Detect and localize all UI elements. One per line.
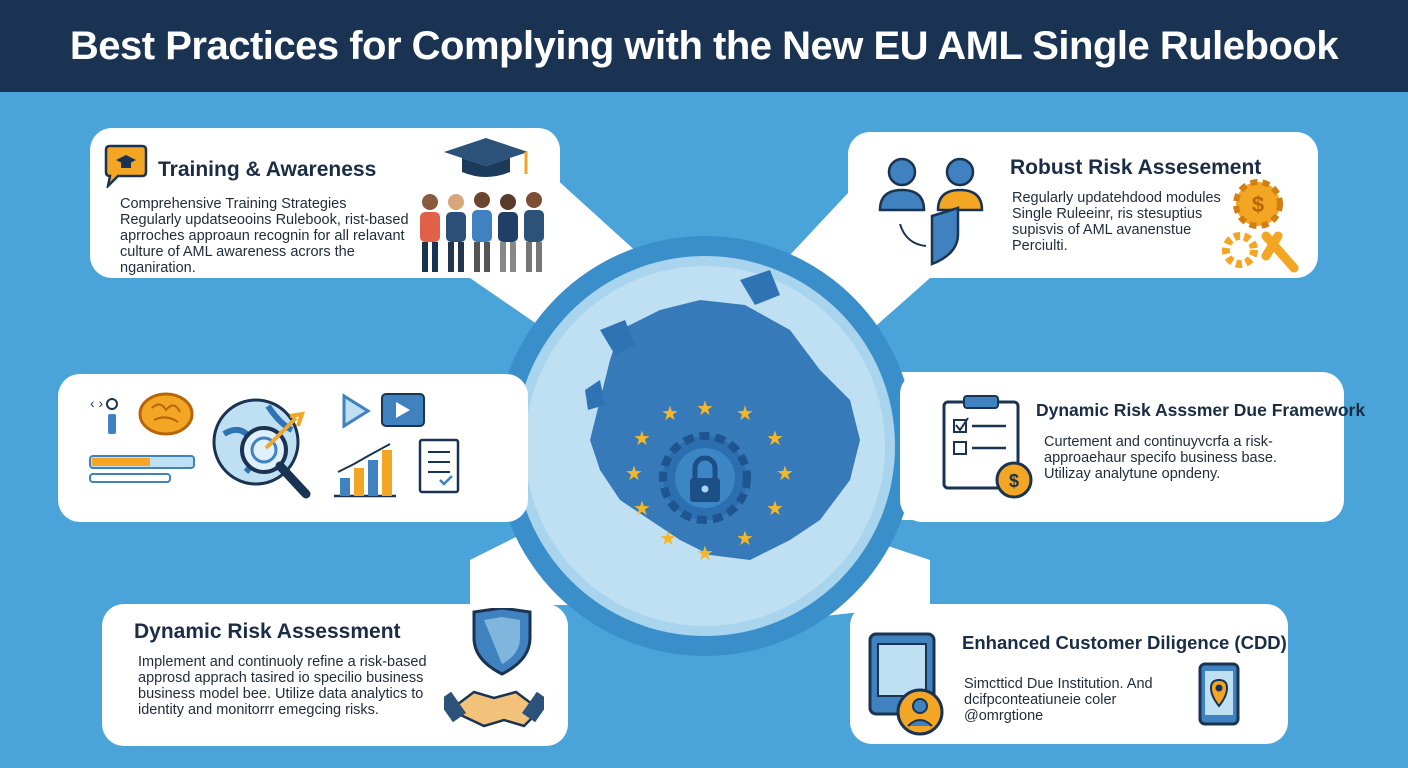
svg-text:★: ★ xyxy=(696,398,714,420)
card-left-icons: ‹ › xyxy=(58,374,528,522)
header-bar: Best Practices for Complying with the Ne… xyxy=(0,0,1408,92)
card-cdd-body: Simctticd Due Institution. And dcifpcont… xyxy=(964,676,1153,724)
brain-icon: ‹ › xyxy=(89,392,195,483)
bar-chart-icon xyxy=(334,443,396,498)
card-cdd: Enhanced Customer Diligence (CDD) Simctt… xyxy=(850,604,1288,744)
svg-text:★: ★ xyxy=(633,498,651,520)
card-dynamic-assessment-body: Implement and continuoly refine a risk-b… xyxy=(138,654,427,718)
graduation-cap-icon xyxy=(444,138,528,177)
svg-text:$: $ xyxy=(1252,192,1264,217)
padlock-gear-icon xyxy=(659,432,751,524)
svg-text:★: ★ xyxy=(659,528,677,550)
gears-icon: $ xyxy=(1222,179,1299,273)
europe-islands xyxy=(585,270,780,410)
card-risk-top-body: Regularly updatehdood modules Single Rul… xyxy=(1012,190,1221,254)
svg-text:★: ★ xyxy=(766,428,784,450)
card-dynamic-framework-body: Curtement and continuyvcrfa a risk-appro… xyxy=(1044,434,1277,482)
coin-icon xyxy=(995,461,1033,499)
shield-icon xyxy=(930,206,960,266)
europe-landmass xyxy=(590,300,860,560)
magnifier-globe-icon xyxy=(212,398,311,499)
svg-text:★: ★ xyxy=(633,428,651,450)
phone-icon xyxy=(1198,662,1240,726)
card-dynamic-framework: $ Dynamic Risk Asssmer Due Framework Cur… xyxy=(900,372,1365,522)
chat-bubble-icon xyxy=(104,144,148,188)
svg-text:★: ★ xyxy=(776,463,794,485)
users-icon xyxy=(878,157,984,266)
svg-text:★: ★ xyxy=(736,403,754,425)
card-training: Training & Awareness Comprehensive Train… xyxy=(90,128,560,278)
video-icon xyxy=(342,393,425,429)
page-title: Best Practices for Complying with the Ne… xyxy=(69,23,1339,68)
eu-stars: ★ ★ ★ ★ ★ ★ ★ ★ ★ ★ ★ ★ xyxy=(625,398,794,565)
svg-text:★: ★ xyxy=(625,463,643,485)
people-group-icon xyxy=(420,192,544,272)
card-risk-top-title: Robust Risk Assesement xyxy=(1010,156,1262,179)
svg-text:★: ★ xyxy=(736,528,754,550)
svg-text:$: $ xyxy=(1009,471,1019,491)
card-training-body: Comprehensive Training Strategies Regula… xyxy=(120,196,409,276)
card-risk-top: Robust Risk Assesement Regularly updateh… xyxy=(848,132,1318,278)
handshake-icon xyxy=(444,608,544,728)
svg-text:★: ★ xyxy=(766,498,784,520)
clipboard-icon: $ xyxy=(942,395,1033,499)
card-dynamic-framework-title: Dynamic Risk Asssmer Due Framework xyxy=(1036,400,1366,420)
card-dynamic-assessment: Dynamic Risk Assessment Implement and co… xyxy=(102,604,568,746)
svg-text:‹ ›: ‹ › xyxy=(90,395,104,411)
card-dynamic-assessment-title: Dynamic Risk Assessment xyxy=(134,620,401,643)
svg-text:★: ★ xyxy=(696,543,714,565)
card-training-title: Training & Awareness xyxy=(158,158,377,181)
svg-text:★: ★ xyxy=(661,403,679,425)
checklist-icon xyxy=(418,438,460,494)
tablet-icon xyxy=(868,632,944,736)
card-cdd-title: Enhanced Customer Diligence (CDD) xyxy=(962,632,1287,653)
